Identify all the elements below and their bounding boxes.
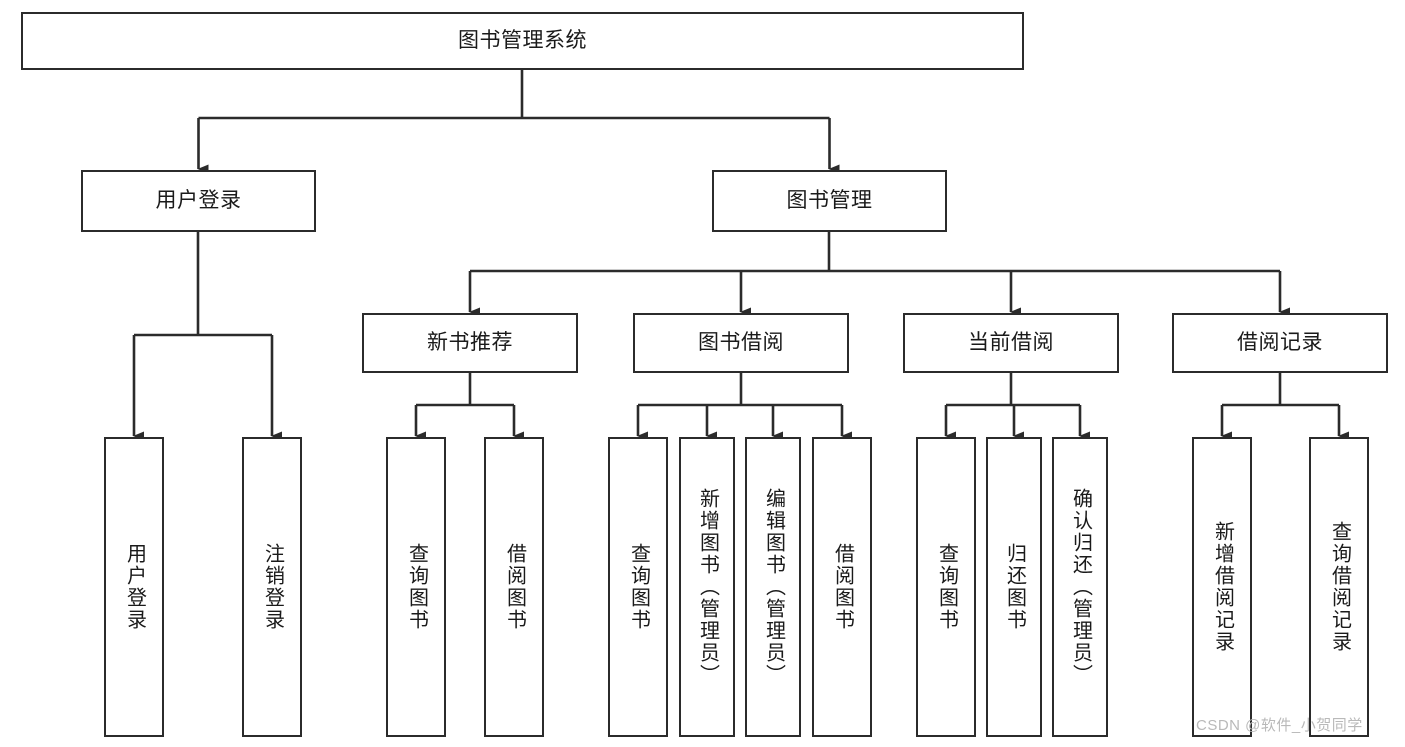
node-label: 图书管理 <box>786 189 873 213</box>
node-label: 借阅图书 <box>503 543 526 631</box>
node-label: 新增借阅记录 <box>1211 521 1234 653</box>
node-box-borrow[interactable]: 图书借阅 <box>633 313 849 373</box>
connector-lines <box>132 70 1349 441</box>
node-box-l-bor-1[interactable]: 查询图书 <box>608 437 668 737</box>
node-label: 归还图书 <box>1003 543 1026 631</box>
node-label: 借阅记录 <box>1237 331 1323 355</box>
node-label: 新增图书（管理员） <box>696 488 719 686</box>
node-box-l-bor-3[interactable]: 编辑图书（管理员） <box>745 437 801 737</box>
node-box-l-cur-1[interactable]: 查询图书 <box>916 437 976 737</box>
node-box-records[interactable]: 借阅记录 <box>1172 313 1388 373</box>
node-label: 查询图书 <box>627 543 650 631</box>
node-box-l-login-2[interactable]: 注销登录 <box>242 437 302 737</box>
node-box-l-rec-2[interactable]: 查询借阅记录 <box>1309 437 1369 737</box>
node-label: 用户登录 <box>123 543 146 631</box>
node-label: 查询图书 <box>935 543 958 631</box>
node-label: 图书借阅 <box>698 331 784 355</box>
node-label: 图书管理系统 <box>458 29 587 53</box>
node-label: 查询图书 <box>405 543 428 631</box>
node-label: 注销登录 <box>261 543 284 631</box>
node-box-l-cur-3[interactable]: 确认归还（管理员） <box>1052 437 1108 737</box>
node-box-bookmgmt[interactable]: 图书管理 <box>712 170 947 232</box>
node-label: 新书推荐 <box>427 331 513 355</box>
node-box-l-cur-2[interactable]: 归还图书 <box>986 437 1042 737</box>
node-box-newbook[interactable]: 新书推荐 <box>362 313 578 373</box>
node-label: 确认归还（管理员） <box>1069 488 1092 686</box>
node-box-l-new-2[interactable]: 借阅图书 <box>484 437 544 737</box>
node-box-current[interactable]: 当前借阅 <box>903 313 1119 373</box>
node-box-login[interactable]: 用户登录 <box>81 170 316 232</box>
node-label: 查询借阅记录 <box>1328 521 1351 653</box>
node-label: 编辑图书（管理员） <box>762 488 785 686</box>
node-box-root[interactable]: 图书管理系统 <box>21 12 1024 70</box>
node-label: 用户登录 <box>155 189 242 213</box>
node-box-l-bor-4[interactable]: 借阅图书 <box>812 437 872 737</box>
node-label: 当前借阅 <box>968 331 1054 355</box>
node-label: 借阅图书 <box>831 543 854 631</box>
node-box-l-login-1[interactable]: 用户登录 <box>104 437 164 737</box>
node-box-l-rec-1[interactable]: 新增借阅记录 <box>1192 437 1252 737</box>
node-box-l-bor-2[interactable]: 新增图书（管理员） <box>679 437 735 737</box>
node-box-l-new-1[interactable]: 查询图书 <box>386 437 446 737</box>
